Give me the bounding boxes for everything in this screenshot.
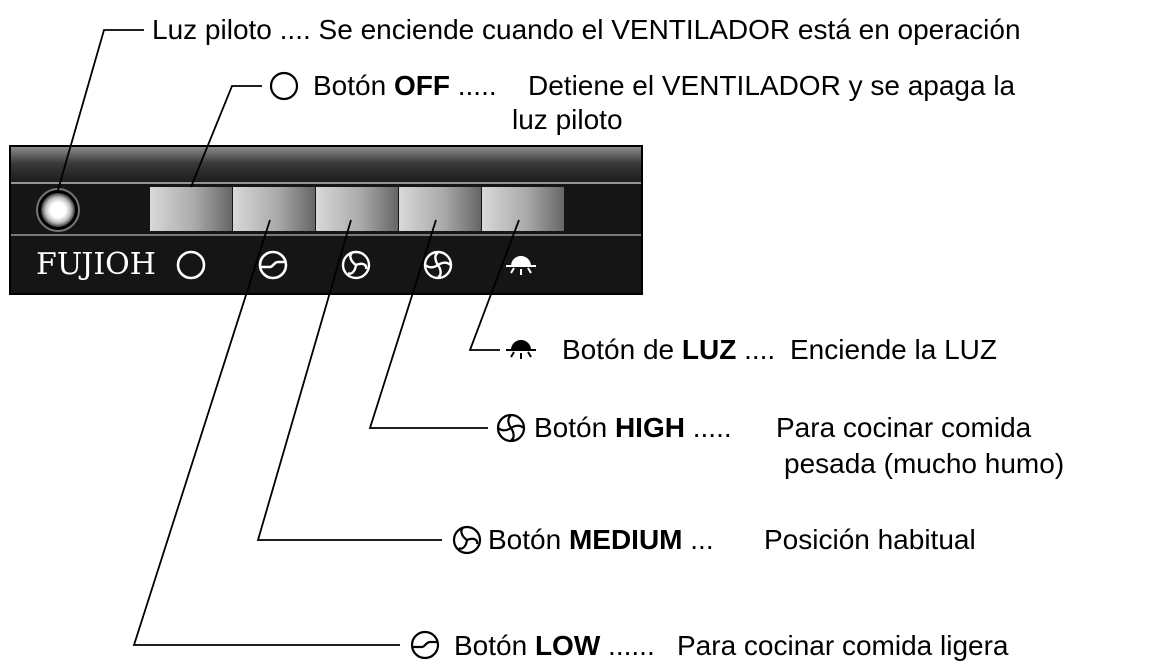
medium-callout: Botón MEDIUM ... — [488, 524, 714, 556]
light-leader-line — [468, 219, 520, 351]
panel-medium-icon — [341, 250, 371, 280]
pilot-callout-text: Luz piloto .... Se enciende cuando el VE… — [152, 14, 1021, 45]
light-callout: Botón de LUZ .... — [562, 334, 775, 366]
light-button[interactable] — [482, 187, 564, 231]
off-button[interactable] — [150, 187, 232, 231]
pilot-leader-line — [57, 29, 144, 191]
low-callout: Botón LOW ...... — [454, 630, 655, 662]
off-callout-prefix: Botón — [313, 70, 394, 101]
medium-callout-desc-1: Posición habitual — [764, 524, 976, 555]
fan-high-icon — [496, 413, 526, 443]
off-callout-name: OFF — [393, 70, 450, 101]
high-callout: Botón HIGH ..... — [534, 412, 732, 444]
fan-low-icon — [410, 630, 440, 660]
leader-lines — [57, 29, 520, 646]
medium-callout-name: MEDIUM — [568, 524, 683, 555]
pilot-callout: Luz piloto .... Se enciende cuando el VE… — [152, 14, 1021, 46]
high-callout-dots: ..... — [684, 412, 732, 443]
off-circle-icon — [269, 71, 299, 101]
light-callout-dots: .... — [736, 334, 776, 365]
low-button[interactable] — [233, 187, 315, 231]
high-button[interactable] — [399, 187, 481, 231]
high-callout-name: HIGH — [614, 412, 685, 443]
medium-leader-line — [256, 219, 442, 541]
medium-callout-dots: ... — [682, 524, 714, 555]
medium-button[interactable] — [316, 187, 398, 231]
off-callout-desc-2: luz piloto — [512, 104, 623, 135]
low-callout-dots: ...... — [600, 630, 655, 661]
low-callout-desc-1: Para cocinar comida ligera — [677, 630, 1009, 661]
panel-light-icon — [506, 256, 536, 275]
high-callout-prefix: Botón — [534, 412, 615, 443]
low-leader-line — [132, 219, 400, 646]
light-callout-prefix: Botón de — [562, 334, 682, 365]
off-callout: Botón OFF ..... — [313, 70, 497, 102]
off-callout-desc-1: Detiene el VENTILADOR y se apaga la — [528, 70, 1016, 101]
panel-off-icon — [176, 250, 206, 280]
light-callout-name: LUZ — [681, 334, 737, 365]
off-leader-line — [190, 85, 262, 188]
light-callout-desc-1: Enciende la LUZ — [790, 334, 998, 365]
high-callout-desc-2: pesada (mucho humo) — [784, 448, 1065, 479]
brand-logo: FUJIOH — [36, 247, 156, 282]
panel-low-icon — [258, 250, 288, 280]
medium-callout-prefix: Botón — [488, 524, 569, 555]
low-callout-prefix: Botón — [454, 630, 535, 661]
light-bulb-icon — [506, 340, 536, 359]
pilot-light — [36, 188, 80, 232]
high-leader-line — [368, 219, 488, 429]
low-callout-name: LOW — [534, 630, 601, 661]
panel-high-icon — [423, 250, 453, 280]
high-callout-desc-1: Para cocinar comida — [776, 412, 1032, 443]
off-callout-dots: ..... — [449, 70, 497, 101]
fan-medium-icon — [452, 525, 482, 555]
